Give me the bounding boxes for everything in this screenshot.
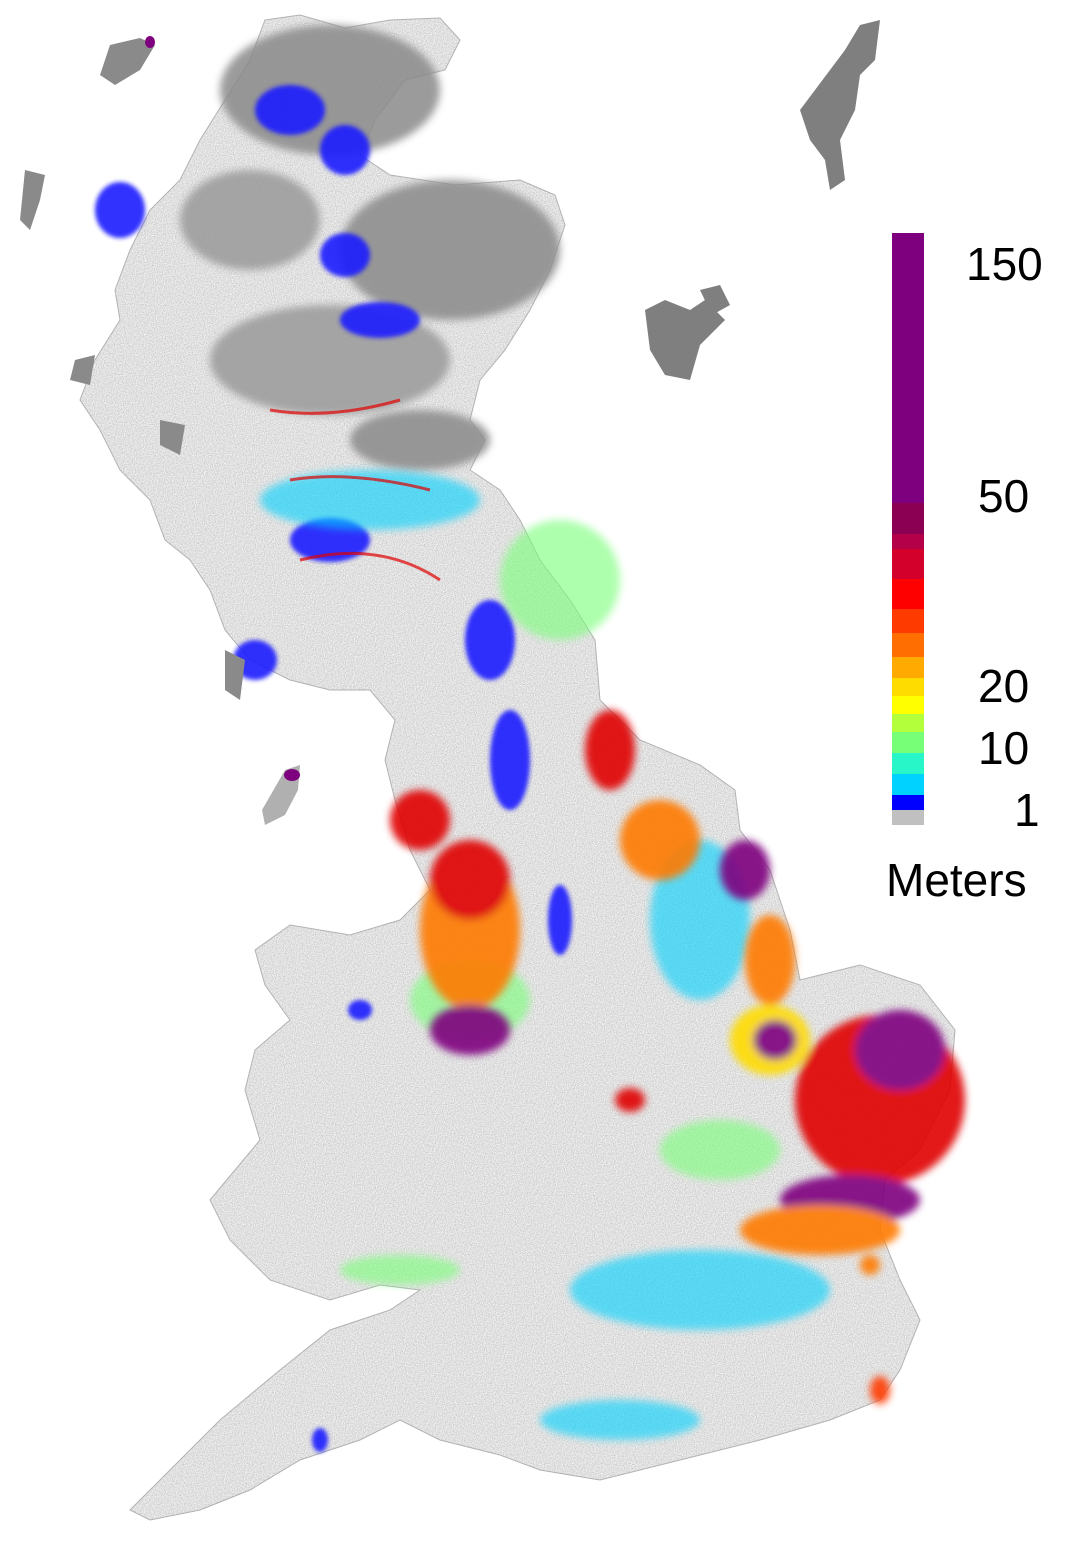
orkney-islands bbox=[645, 285, 730, 380]
legend-tick-10: 10 bbox=[978, 722, 1030, 774]
thick-deposits bbox=[269, 398, 965, 1404]
legend-swatch bbox=[892, 503, 924, 534]
legend-swatch bbox=[892, 632, 924, 658]
legend-swatch bbox=[892, 731, 924, 754]
legend-swatch bbox=[892, 773, 924, 796]
legend-swatch bbox=[892, 608, 924, 634]
legend-swatch bbox=[892, 695, 924, 715]
legend-unit-label: Meters bbox=[886, 854, 1027, 906]
legend-tick-50: 50 bbox=[978, 470, 1030, 522]
legend-swatch bbox=[892, 548, 924, 580]
legend-swatch bbox=[892, 752, 924, 775]
shallow-blue-patches bbox=[95, 85, 572, 1452]
western-isles bbox=[20, 36, 245, 700]
legend-swatch bbox=[892, 656, 924, 679]
legend-tick-20: 20 bbox=[978, 660, 1030, 712]
isle-of-man bbox=[262, 765, 300, 825]
shetland-islands bbox=[800, 20, 880, 190]
scotland-highlands-grey bbox=[180, 25, 560, 470]
legend-swatch bbox=[892, 713, 924, 733]
legend-swatch bbox=[892, 809, 924, 826]
legend-swatch bbox=[892, 578, 924, 610]
legend-swatch bbox=[892, 794, 924, 811]
legend-tick-1: 1 bbox=[1014, 784, 1040, 836]
legend-tick-150: 150 bbox=[966, 238, 1043, 290]
river-thin-red-lines bbox=[269, 398, 441, 582]
legend-color-bar bbox=[892, 233, 924, 826]
legend-swatch bbox=[892, 533, 924, 550]
legend-swatch bbox=[892, 233, 924, 504]
thickness-legend: 150 50 20 10 1 Meters bbox=[880, 225, 1080, 925]
legend-swatch bbox=[892, 677, 924, 697]
